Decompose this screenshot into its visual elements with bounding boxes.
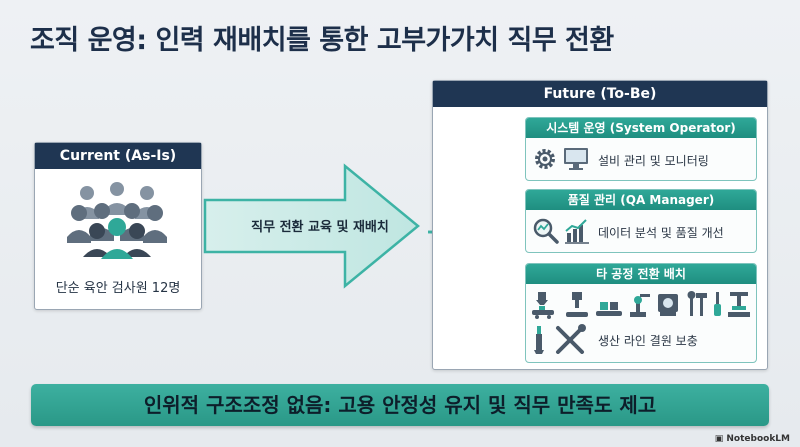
card-text: 생산 라인 결원 보충 (598, 334, 698, 348)
arrow-label: 직무 전환 교육 및 재배치 (251, 220, 389, 235)
tools-icon (534, 324, 586, 354)
current-caption: 단순 육안 검사원 12명 (55, 281, 181, 296)
card-system-operator: 시스템 운영 (System Operator) 설비 관리 및 모니터링 (525, 117, 757, 181)
future-state-box: Future (To-Be) 시스템 운영 (System Operator) … (432, 80, 768, 370)
manufacturing-icons (532, 291, 750, 319)
current-state-box: Current (As-Is) 단순 육안 검사원 12명 (34, 142, 202, 310)
card-text: 데이터 분석 및 품질 개선 (598, 226, 724, 240)
card-header: 타 공정 전환 배치 (526, 264, 756, 284)
card-header: 시스템 운영 (System Operator) (526, 118, 756, 138)
people-group-icon (67, 182, 167, 259)
card-qa-manager: 품질 관리 (QA Manager) 데이터 분석 및 품질 개선 (525, 189, 757, 253)
brand-watermark: ▣ NotebookLM (715, 434, 790, 444)
card-text: 설비 관리 및 모니터링 (598, 154, 709, 168)
future-header: Future (To-Be) (433, 81, 767, 107)
bar-chart-icon (565, 219, 589, 244)
card-header: 품질 관리 (QA Manager) (526, 190, 756, 210)
gear-icon (535, 149, 555, 169)
page-title: 조직 운영: 인력 재배치를 통한 고부가가치 직무 전환 (30, 25, 614, 56)
magnifier-chart-icon (533, 218, 559, 244)
current-header: Current (As-Is) (35, 143, 201, 169)
monitor-icon (564, 148, 588, 170)
card-line-transfer: 타 공정 전환 배치 (525, 263, 757, 363)
notebook-icon: ▣ (714, 434, 724, 444)
brand-text: NotebookLM (726, 434, 790, 444)
summary-banner: 인위적 구조조정 없음: 고용 안정성 유지 및 직무 만족도 제고 (31, 384, 769, 426)
